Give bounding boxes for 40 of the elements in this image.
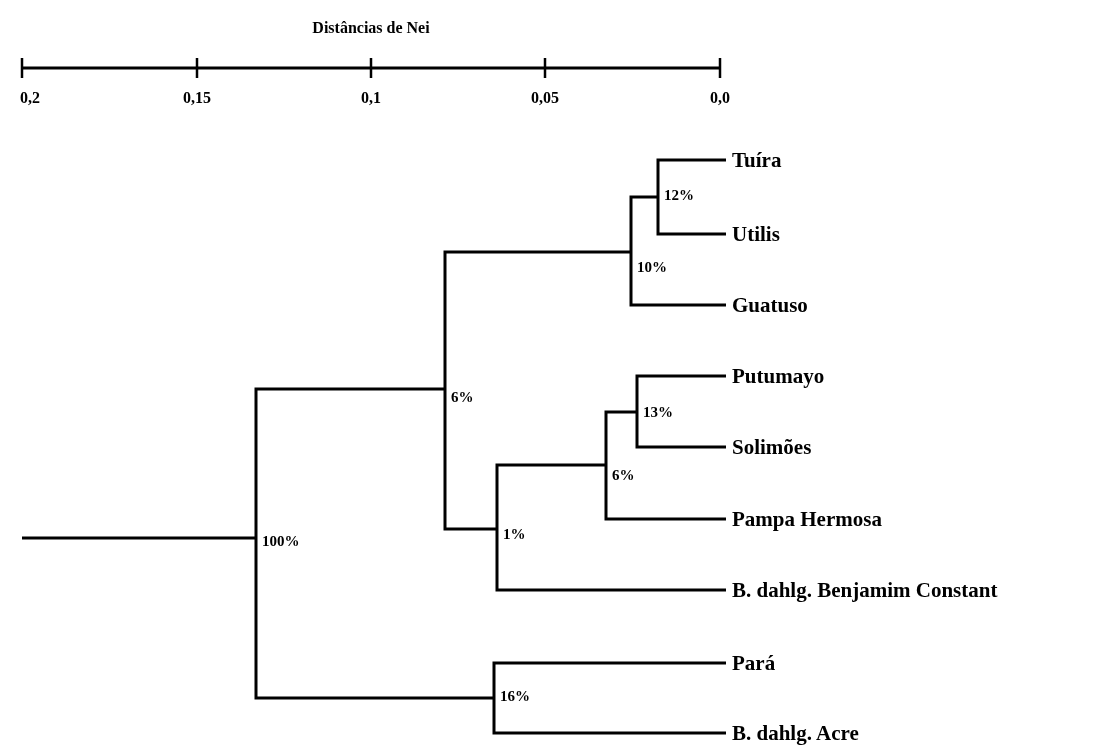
bootstrap-label: 6% xyxy=(445,384,474,407)
tree-branch xyxy=(443,250,631,389)
taxon-label: Guatuso xyxy=(726,292,808,318)
tree-branch xyxy=(656,197,726,236)
tree-branch xyxy=(492,698,726,735)
tree-branch xyxy=(604,410,637,465)
bootstrap-label: 13% xyxy=(637,399,673,422)
taxon-label: B. dahlg. Acre xyxy=(726,720,859,746)
bootstrap-label: 12% xyxy=(658,182,694,205)
bootstrap-label: 100% xyxy=(256,528,300,551)
tree-branch xyxy=(629,195,658,252)
tick-label: 0,2 xyxy=(20,88,40,108)
axis-title: Distâncias de Nei xyxy=(311,18,431,38)
tree-branch xyxy=(495,463,606,529)
tree-branch xyxy=(629,252,726,307)
tree-branch xyxy=(635,412,726,449)
tree-branch xyxy=(443,389,497,531)
tree-branch xyxy=(22,536,256,540)
taxon-label: Tuíra xyxy=(726,147,782,173)
taxon-label: Pampa Hermosa xyxy=(726,506,882,532)
tree-branch xyxy=(604,465,726,521)
taxon-label: Pará xyxy=(726,650,776,676)
bootstrap-label: 1% xyxy=(497,521,526,544)
taxon-label: Solimões xyxy=(726,434,812,460)
tree-branch xyxy=(635,374,726,412)
taxon-label: Utilis xyxy=(726,221,780,247)
tree-branch xyxy=(254,387,445,538)
tree-branch xyxy=(656,158,726,197)
tick-label: 0,15 xyxy=(183,88,211,108)
tick-label: 0,0 xyxy=(710,88,730,108)
taxon-label: B. dahlg. Benjamim Constant xyxy=(726,577,998,603)
taxon-label: Putumayo xyxy=(726,363,825,389)
bootstrap-label: 16% xyxy=(494,683,530,706)
tick-label: 0,05 xyxy=(531,88,559,108)
tree-branch xyxy=(254,538,494,700)
tree-branch xyxy=(492,661,726,698)
bootstrap-label: 10% xyxy=(631,249,667,277)
tick-label: 0,1 xyxy=(361,88,381,108)
tree-branch xyxy=(495,529,726,592)
bootstrap-label: 6% xyxy=(606,462,635,485)
